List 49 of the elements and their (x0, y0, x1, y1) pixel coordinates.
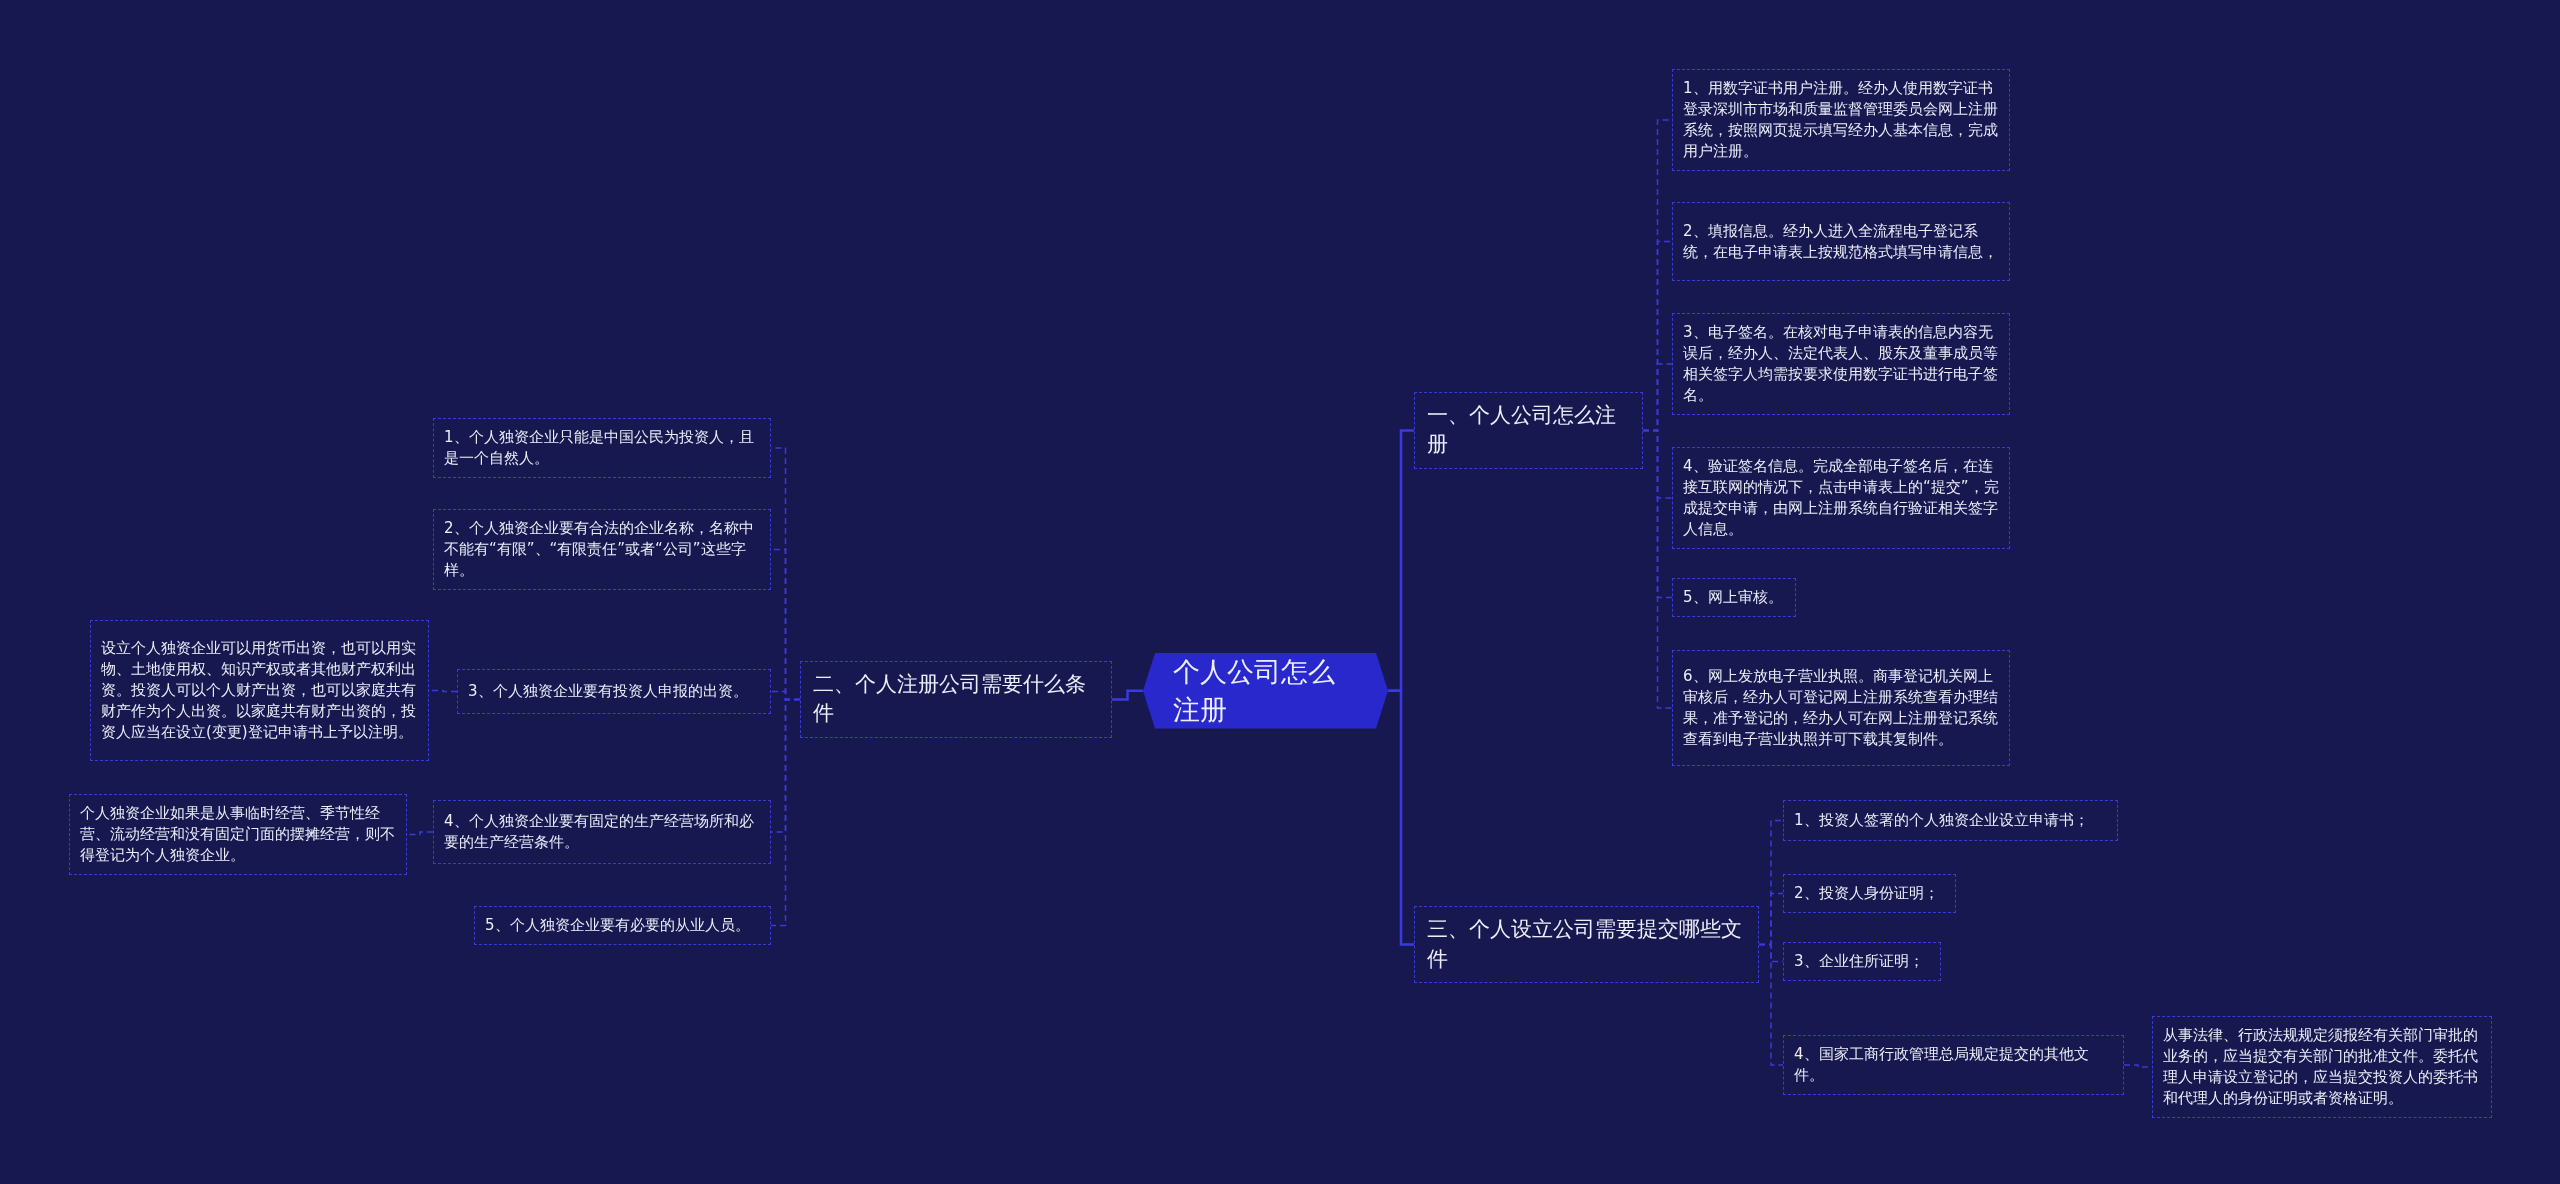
subtopic-text: 3、企业住所证明； (1794, 951, 1924, 972)
subtopic-box (69, 794, 407, 875)
subtopic-box (433, 509, 771, 590)
subtopic-text: 4、验证签名信息。完成全部电子签名后，在连接互联网的情况下，点击申请表上的“提交”，完成提交申请，由网上注册系统自行验证相关签字人信息。 (1683, 456, 1999, 540)
branch-topic-box (1414, 906, 1759, 983)
subtopic-box (433, 418, 771, 478)
subtopic-text: 6、网上发放电子营业执照。商事登记机关网上审核后，经办人可登记网上注册系统查看办理结果，准予登记的，经办人可在网上注册登记系统查看到电子营业执照并可下载其复制件。 (1683, 666, 1999, 750)
connector-line (1388, 689, 1414, 946)
subtopic-text: 从事法律、行政法规规定须报经有关部门审批的业务的，应当提交有关部门的批准文件。委托代理人申请设立登记的，应当提交投资人的委托书和代理人的身份证明或者资格证明。 (2163, 1025, 2479, 1109)
branch-topic-text: 二、个人注册公司需要什么条件 (813, 671, 1087, 728)
connector-line (1112, 689, 1143, 701)
subtopic-box (90, 620, 429, 761)
connector-line (1642, 429, 1673, 709)
branch-topic-box (800, 661, 1112, 738)
subtopic-text: 2、投资人身份证明； (1794, 883, 1939, 904)
subtopic-text: 1、个人独资企业只能是中国公民为投资人，且是一个自然人。 (444, 427, 755, 469)
subtopic-box (1672, 202, 2010, 281)
subtopic-text: 个人独资企业如果是从事临时经营、季节性经营、流动经营和没有固定门面的摆摊经营，则不得登记为个人独资企业。 (80, 803, 396, 866)
subtopic-box (457, 669, 771, 714)
subtopic-text: 1、用数字证书用户注册。经办人使用数字证书登录深圳市市场和质量监督管理委员会网上注册系统，按照网页提示填写经办人基本信息，完成用户注册。 (1683, 78, 1999, 162)
subtopic-text: 2、填报信息。经办人进入全流程电子登记系统，在电子申请表上按规范格式填写申请信息， (1683, 220, 1999, 263)
connector-line (770, 698, 801, 927)
subtopic-text: 3、个人独资企业要有投资人申报的出资。 (468, 681, 748, 702)
connector-line (1758, 943, 1784, 1066)
subtopic-box (1783, 800, 2118, 841)
subtopic-box (1783, 1035, 2124, 1095)
subtopic-text: 3、电子签名。在核对电子申请表的信息内容无误后，经办人、法定代表人、股东及董事成员等相关签字人均需按要求使用数字证书进行电子签名。 (1683, 322, 1999, 406)
subtopic-box (1672, 69, 2010, 171)
central-topic-text: 个人公司怎么注册 (1173, 655, 1336, 727)
subtopic-box (1783, 942, 1941, 981)
subtopic-text: 1、投资人签署的个人独资企业设立申请书； (1794, 810, 2089, 831)
subtopic-box (433, 800, 771, 864)
subtopic-box (1672, 313, 2010, 415)
subtopic-box (1672, 650, 2010, 766)
subtopic-text: 5、个人独资企业要有必要的从业人员。 (485, 915, 750, 936)
subtopic-box (1783, 874, 1956, 913)
branch-topic-text: 三、个人设立公司需要提交哪些文件 (1427, 916, 1743, 973)
branch-topic-text: 一、个人公司怎么注册 (1427, 402, 1617, 459)
subtopic-box (474, 906, 771, 945)
subtopic-text: 设立个人独资企业可以用货币出资，也可以用实物、土地使用权、知识产权或者其他财产权利出资。投资人可以个人财产出资，也可以家庭共有财产作为个人出资。以家庭共有财产出资的，投资人应当在设立(变更)登记申请书上予以注明。 (101, 638, 417, 743)
subtopic-text: 5、网上审核。 (1683, 587, 1783, 608)
subtopic-text: 2、个人独资企业要有合法的企业名称，名称中不能有“有限”、“有限责任”或者“公司”这些字样。 (444, 518, 755, 581)
subtopic-text: 4、个人独资企业要有固定的生产经营场所和必要的生产经营条件。 (444, 811, 755, 853)
subtopic-box (2152, 1016, 2492, 1118)
subtopic-box (1672, 578, 1796, 617)
subtopic-box (1672, 447, 2010, 549)
branch-topic-box (1414, 392, 1643, 469)
central-topic (1143, 653, 1388, 729)
subtopic-text: 4、国家工商行政管理总局规定提交的其他文件。 (1794, 1044, 2090, 1086)
